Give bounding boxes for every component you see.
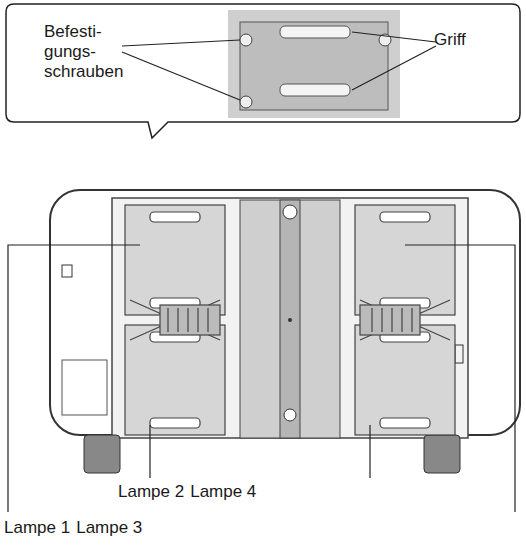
- lamp-label: Lampe 1: [4, 518, 70, 538]
- callout-box: Befesti- gungs- schrauben Griff: [6, 4, 520, 122]
- detail: [62, 265, 72, 277]
- part-label: Befesti- gungs- schrauben: [44, 22, 130, 82]
- screw: [284, 409, 296, 421]
- leader-lines: [122, 32, 436, 100]
- lamp-label: Lampe 2: [118, 482, 184, 502]
- detail: [455, 345, 463, 363]
- screw: [288, 318, 292, 322]
- lamp-label: Lampe 4: [190, 482, 256, 502]
- part-label: Griff: [434, 30, 504, 50]
- leader-lines: [8, 245, 515, 512]
- detail: [62, 360, 107, 415]
- lamp-label: Lampe 3: [76, 518, 142, 538]
- screw: [283, 205, 297, 219]
- foot: [84, 435, 120, 473]
- lamp-inset: [228, 10, 400, 118]
- lamp-bay: [112, 198, 468, 438]
- centre-column: [280, 200, 300, 438]
- foot: [424, 435, 460, 473]
- centre-column: [240, 200, 340, 438]
